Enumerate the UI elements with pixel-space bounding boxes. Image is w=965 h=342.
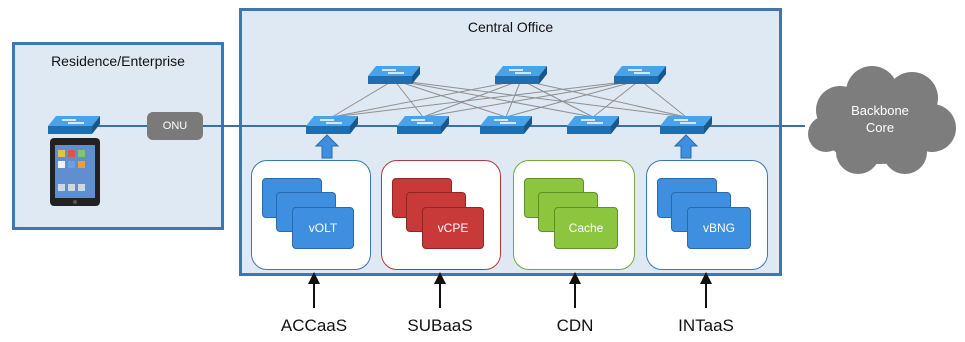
onu-box: ONU [147, 112, 203, 140]
vm-card-front: Cache [554, 207, 618, 249]
service-label-accaas: ACCaaS [280, 316, 348, 335]
up-arrow-icon [673, 134, 699, 159]
cloud-icon [808, 66, 956, 174]
cloud-line-1: Backbone [851, 103, 909, 118]
vm-card-front: vOLT [292, 207, 354, 249]
central-office-title: Central Office [467, 19, 554, 35]
network-switch-icon [366, 64, 422, 91]
vm-card-front: vCPE [422, 207, 484, 249]
cloud-line-2: Core [865, 120, 895, 135]
vm-card-front: vBNG [687, 207, 751, 249]
service-box-vbng: vBNG [646, 160, 768, 270]
card-label-vbng: vBNG [702, 221, 735, 235]
network-switch-icon [478, 114, 534, 141]
service-label-subaas: SUBaaS [407, 316, 473, 335]
tablet-icon [50, 138, 100, 206]
switch-fabric-links [331, 79, 687, 118]
network-switch-icon [304, 114, 360, 141]
network-switch-icon [612, 64, 668, 91]
service-label-cdn: CDN [556, 316, 594, 335]
service-box-volt: vOLT [251, 160, 371, 270]
service-box-cache: Cache [513, 160, 635, 270]
network-switch-icon [395, 114, 451, 141]
up-arrow-icon [314, 134, 340, 159]
card-label-vcpe: vCPE [437, 221, 469, 235]
backbone-core-label: Backbone Core [830, 102, 930, 136]
network-switch-icon [493, 64, 549, 91]
service-label-intaas: INTaaS [678, 316, 734, 335]
bottom-arrows [308, 272, 712, 308]
card-label-cache: Cache [568, 221, 604, 235]
residence-enterprise-title: Residence/Enterprise [51, 53, 185, 69]
service-box-vcpe: vCPE [381, 160, 501, 270]
card-label-volt: vOLT [308, 221, 338, 235]
network-switch-icon [46, 114, 102, 141]
network-switch-icon [658, 114, 714, 141]
network-switch-icon [565, 114, 621, 141]
